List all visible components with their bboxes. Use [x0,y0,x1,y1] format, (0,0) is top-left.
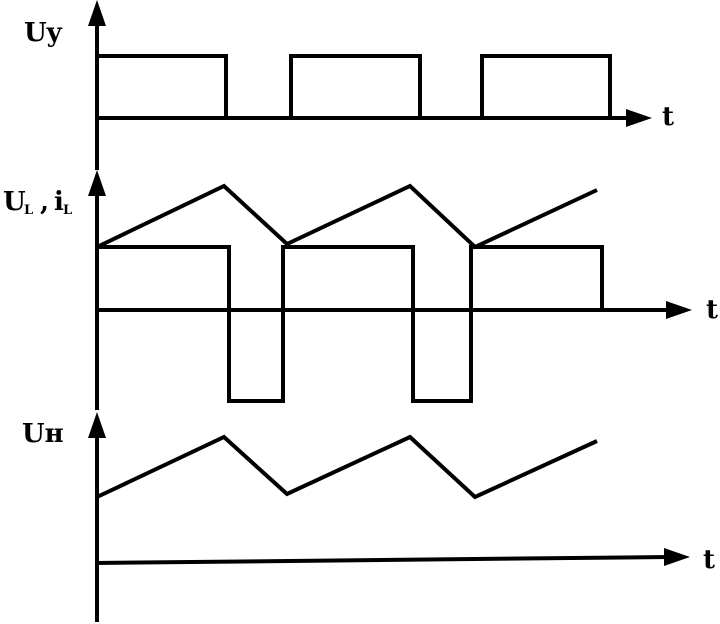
inductor-panel: U L , i L t [3,170,718,410]
load-time-arrow [664,548,690,566]
inductor-current-label: i [54,187,64,217]
load-time-axis [94,555,669,565]
inductor-voltage-subscript: L [24,203,33,218]
inductor-current-subscript: L [63,203,72,218]
inductor-time-arrow [666,301,692,319]
inductor-label-separator: , [40,187,49,217]
load-voltage-wave [96,434,598,500]
inductor-voltage-label: U [3,187,26,217]
control-time-label: t [662,102,674,132]
control-panel: Uy t [24,0,674,170]
control-pulse-train [95,54,612,120]
load-signal-label: Uн [22,419,64,449]
inductor-time-label: t [706,295,718,325]
control-y-arrow [88,0,106,26]
load-time-label: t [703,545,715,575]
inductor-y-arrow [88,170,106,196]
load-y-arrow [88,412,106,438]
inductor-voltage-wave [95,245,604,403]
inductor-current-wave [96,183,598,250]
control-signal-label: Uy [24,18,63,48]
control-time-arrow [626,109,652,127]
inductor-axis-label: U L , i L [3,187,72,218]
load-panel: Uн t [22,412,715,622]
